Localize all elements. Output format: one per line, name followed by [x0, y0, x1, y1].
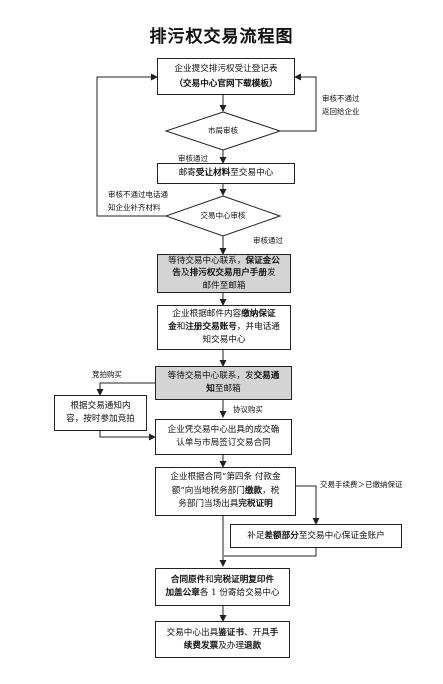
- note-agreement: 协议购买: [233, 405, 263, 414]
- decision-label-center-review: 交易中心审核: [200, 211, 246, 220]
- chart-title: 排污权交易流程图: [149, 27, 294, 47]
- note-pass-2: 审核通过: [253, 236, 283, 245]
- note-pass-1: 审核通过: [178, 154, 208, 163]
- decision-label-city-review: 市局审核: [208, 126, 238, 135]
- step-submit-registration: 企业提交排污权受让登记表 （交易中心官网下载模板）: [157, 58, 295, 95]
- step-mail-contract-copies: 合同原件和完税证明复印件 加盖公章各 1 份寄给交易中心: [155, 568, 290, 606]
- step-issue-certificate: 交易中心出具鉴证书、开具手 续费发票及办理退款: [155, 621, 290, 658]
- step-pay-deposit-register: 企业根据邮件内容缴纳保证 金和注册交易账号，并电话通 知交易中心: [157, 305, 291, 350]
- step-pay-tax: 企业根据合同“第四条 付款金 额”向当地税务部门缴款，税 务部门当场出具完税证明: [155, 467, 296, 516]
- step-pay-difference: 补足差额部分至交易中心保证金账户: [230, 524, 402, 548]
- step-wait-trade-notice: 等待交易中心联系，发交易通 知至邮箱: [155, 366, 292, 400]
- note-auction: 竞拍购买: [92, 370, 122, 379]
- step-mail-materials: 邮寄受让材料至交易中心: [157, 163, 295, 184]
- note-fee-greater: 交易手续费＞已缴纳保证: [320, 480, 403, 489]
- note-reject-return: 审核不通过 返回给企业: [322, 94, 360, 116]
- step-attend-auction: 根据交易通知内 容，按时参加竞拍: [54, 395, 147, 431]
- note-reject-supplement: 审核不通过电话通 知企业补齐材料: [108, 190, 168, 212]
- step-sign-contract: 企业凭交易中心出具的成交确 认单与市局签订交易合同: [155, 419, 292, 455]
- step-wait-deposit-notice: 等待交易中心联系，保证金公 告及排污权交易用户手册发 邮件至邮箱: [157, 254, 291, 293]
